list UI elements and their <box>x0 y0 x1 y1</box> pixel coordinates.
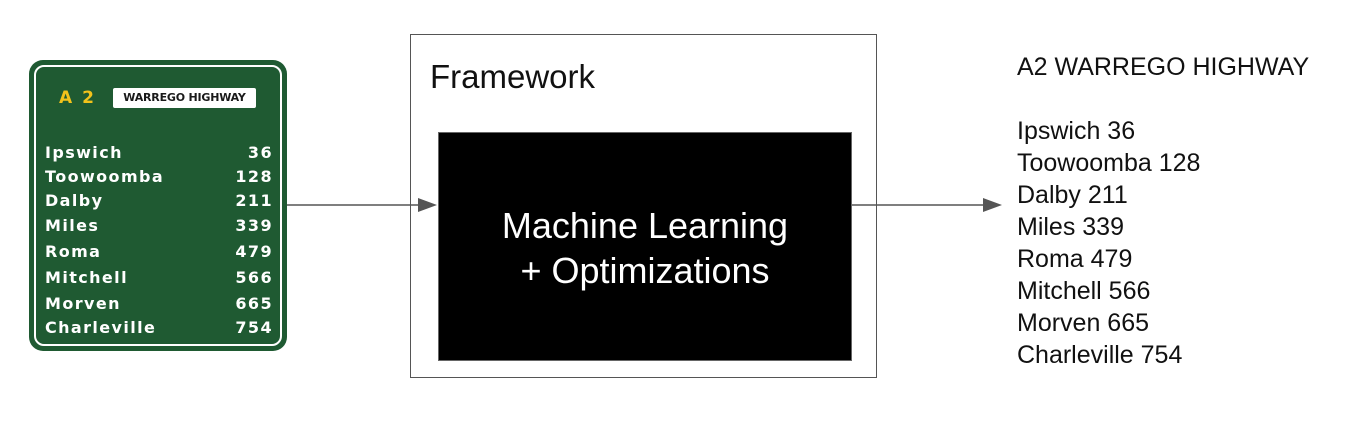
output-line: Roma 479 <box>1017 245 1133 273</box>
sign-town: Roma <box>45 242 102 261</box>
output-line: Ipswich 36 <box>1017 117 1136 145</box>
sign-town: Morven <box>45 294 121 313</box>
ml-box-label-line2: + Optimizations <box>520 250 770 291</box>
output-line: Dalby 211 <box>1017 181 1128 209</box>
road-sign-border <box>34 65 282 346</box>
output-line: Charleville 754 <box>1017 341 1183 369</box>
ml-optimization-box <box>438 132 852 361</box>
output-line: Mitchell 566 <box>1017 277 1151 305</box>
output-arrowhead <box>983 198 1002 212</box>
sign-row: Roma 479 <box>45 242 273 264</box>
framework-title: Framework <box>430 58 596 95</box>
sign-distance: 566 <box>235 268 273 287</box>
ml-box-label-line1: Machine Learning <box>501 205 789 246</box>
sign-row: Dalby 211 <box>45 191 273 213</box>
output-title: A2 WARREGO HIGHWAY <box>1017 53 1310 81</box>
sign-town: Toowoomba <box>45 167 165 186</box>
sign-row: Morven 665 <box>45 294 273 316</box>
sign-town: Ipswich <box>45 143 123 162</box>
sign-row: Toowoomba 128 <box>45 167 273 189</box>
output-line: Miles 339 <box>1017 213 1124 241</box>
sign-distance: 339 <box>235 216 273 235</box>
sign-town: Charleville <box>45 318 157 337</box>
sign-distance: 479 <box>235 242 273 261</box>
sign-town: Mitchell <box>45 268 128 287</box>
road-sign <box>29 60 287 351</box>
sign-distance: 665 <box>235 294 273 313</box>
output-line: Toowoomba 128 <box>1017 149 1201 177</box>
sign-route-number: A 2 <box>59 88 96 108</box>
sign-highway-name: WARREGO HIGHWAY <box>113 88 256 108</box>
sign-distance: 211 <box>235 191 273 210</box>
sign-row: Mitchell 566 <box>45 268 273 290</box>
sign-distance: 754 <box>235 318 273 337</box>
input-arrowhead <box>418 198 437 212</box>
sign-distance: 36 <box>247 143 273 162</box>
output-line: Morven 665 <box>1017 309 1150 337</box>
sign-row: Miles 339 <box>45 216 273 238</box>
sign-distance: 128 <box>235 167 273 186</box>
sign-row: Ipswich 36 <box>45 143 273 165</box>
sign-town: Miles <box>45 216 100 235</box>
sign-row: Charleville 754 <box>45 318 273 340</box>
sign-town: Dalby <box>45 191 104 210</box>
